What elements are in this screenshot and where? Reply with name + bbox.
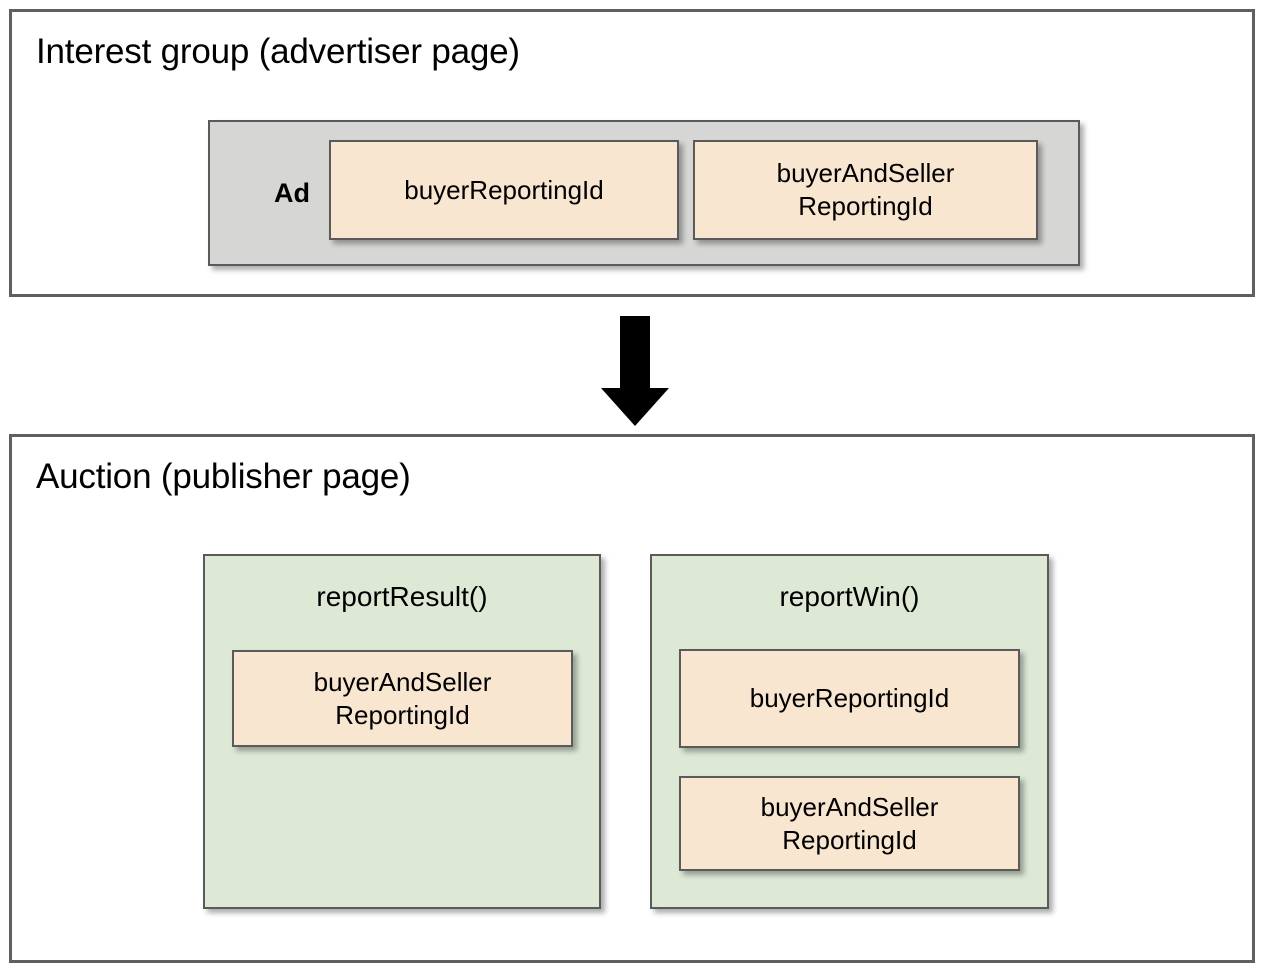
report-result-field-buyer-and-seller-reporting-id: buyerAndSeller ReportingId [232,650,573,747]
report-win-field-buyer-reporting-id: buyerReportingId [679,649,1020,748]
ad-field-buyer-and-seller-reporting-id: buyerAndSeller ReportingId [693,140,1038,240]
report-win-field-buyer-and-seller-reporting-id-label: buyerAndSeller ReportingId [760,791,939,855]
ad-field-buyer-and-seller-reporting-id-label: buyerAndSeller ReportingId [776,158,955,221]
ad-field-buyer-reporting-id-label: buyerReportingId [404,174,604,205]
section-interest-group: Interest group (advertiser page) Ad buye… [9,9,1255,297]
interest-group-title: Interest group (advertiser page) [36,32,520,71]
panel-report-result-title: reportResult() [316,581,488,612]
section-auction: Auction (publisher page) [9,434,1255,963]
report-win-field-buyer-reporting-id-label: buyerReportingId [749,683,950,713]
auction-title: Auction (publisher page) [36,457,411,496]
down-arrow-icon [601,316,669,426]
report-win-field-buyer-and-seller-reporting-id: buyerAndSeller ReportingId [679,776,1020,871]
report-result-field-buyer-and-seller-reporting-id-label: buyerAndSeller ReportingId [313,666,492,730]
ad-field-buyer-reporting-id: buyerReportingId [329,140,679,240]
panel-report-win-title: reportWin() [779,581,920,612]
ad-label: Ad [274,177,310,208]
